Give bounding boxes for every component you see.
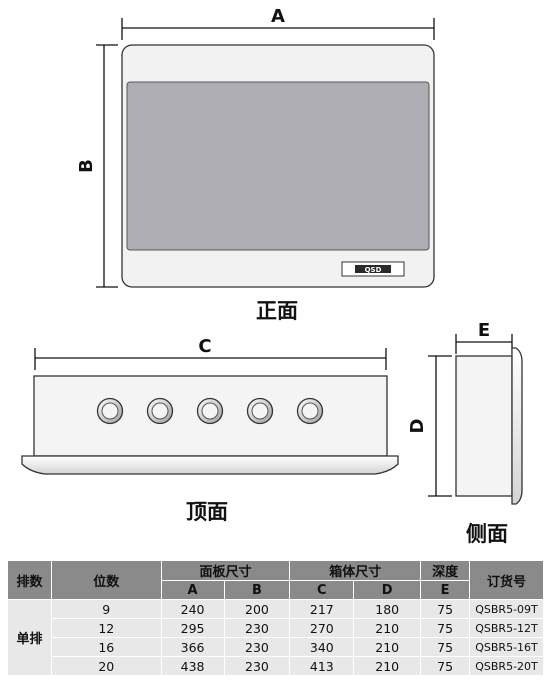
side-view: E D — [407, 320, 523, 505]
table-subheader-row: A B C D E — [8, 580, 544, 600]
cell-d: 210 — [353, 618, 422, 638]
table-row: 16 366 230 340 210 75 QSBR5-16T — [8, 637, 544, 657]
side-lid-edge — [511, 347, 523, 505]
cell-model: QSBR5-16T — [469, 637, 544, 657]
cell-e: 75 — [420, 637, 471, 657]
cell-positions: 12 — [50, 618, 162, 638]
cell-c: 413 — [289, 656, 355, 676]
side-box-body — [455, 355, 513, 497]
front-view: A B QSD — [76, 6, 435, 288]
cell-d: 210 — [353, 637, 422, 657]
cell-model: QSBR5-09T — [469, 599, 544, 619]
table-row: 20 438 230 413 210 75 QSBR5-20T — [8, 656, 544, 676]
knockout-hole — [296, 397, 324, 425]
cell-c: 217 — [289, 599, 355, 619]
cell-c: 340 — [289, 637, 355, 657]
dimension-d: D — [407, 355, 452, 497]
dimension-c: C — [34, 336, 387, 370]
cell-a: 438 — [160, 656, 225, 676]
spec-table: 排数 位数 面板尺寸 箱体尺寸 深度 订货号 A B C D E 单排 9 24… — [7, 560, 544, 676]
header-positions: 位数 — [50, 560, 162, 600]
table-row: 12 295 230 270 210 75 QSBR5-12T — [8, 618, 544, 638]
cell-e: 75 — [420, 618, 471, 638]
dimension-c-label: C — [198, 336, 211, 357]
header-depth: 深度 — [420, 560, 471, 581]
cell-b: 230 — [223, 618, 291, 638]
cell-b: 230 — [223, 656, 291, 676]
dimension-b-label: B — [76, 159, 97, 173]
knockout-hole — [96, 397, 124, 425]
dimension-a-label: A — [271, 6, 285, 27]
subheader-b: B — [223, 580, 291, 600]
knockout-hole — [146, 397, 174, 425]
cell-c: 270 — [289, 618, 355, 638]
top-lid-edge — [21, 455, 399, 475]
cell-a: 240 — [160, 599, 225, 619]
cell-b: 200 — [223, 599, 291, 619]
cell-d: 180 — [353, 599, 422, 619]
top-view-label: 顶面 — [186, 500, 228, 524]
cell-e: 75 — [420, 656, 471, 676]
header-box-size: 箱体尺寸 — [289, 560, 422, 581]
knockout-holes — [96, 397, 324, 425]
front-window — [126, 81, 430, 251]
cell-positions: 16 — [50, 637, 162, 657]
cell-b: 230 — [223, 637, 291, 657]
dimension-e: E — [455, 320, 513, 354]
cell-a: 366 — [160, 637, 225, 657]
header-rows: 排数 — [7, 560, 52, 600]
dimension-a: A — [121, 6, 435, 40]
cell-d: 210 — [353, 656, 422, 676]
subheader-d: D — [353, 580, 422, 600]
header-panel-size: 面板尺寸 — [160, 560, 291, 581]
table-row: 单排 9 240 200 217 180 75 QSBR5-09T — [7, 599, 544, 676]
table-header-row: 排数 位数 面板尺寸 箱体尺寸 深度 订货号 — [7, 560, 544, 600]
subheader-e: E — [420, 580, 471, 600]
dimension-e-label: E — [478, 320, 490, 341]
front-view-label: 正面 — [256, 299, 298, 323]
side-view-label: 侧面 — [466, 522, 508, 546]
subheader-c: C — [289, 580, 355, 600]
knockout-hole — [246, 397, 274, 425]
cell-model: QSBR5-20T — [469, 656, 544, 676]
row-group-label: 单排 — [7, 599, 52, 676]
brand-badge-text: QSD — [365, 266, 382, 274]
cell-model: QSBR5-12T — [469, 618, 544, 638]
dimension-d-label: D — [407, 419, 428, 434]
top-view: C — [21, 336, 399, 475]
dimension-b: B — [76, 44, 118, 288]
header-model: 订货号 — [469, 560, 544, 600]
brand-badge: QSD — [341, 261, 405, 277]
subheader-a: A — [160, 580, 225, 600]
cell-positions: 9 — [50, 599, 162, 619]
cell-a: 295 — [160, 618, 225, 638]
cell-e: 75 — [420, 599, 471, 619]
knockout-hole — [196, 397, 224, 425]
technical-drawing: A B QSD C — [21, 6, 523, 505]
cell-positions: 20 — [50, 656, 162, 676]
